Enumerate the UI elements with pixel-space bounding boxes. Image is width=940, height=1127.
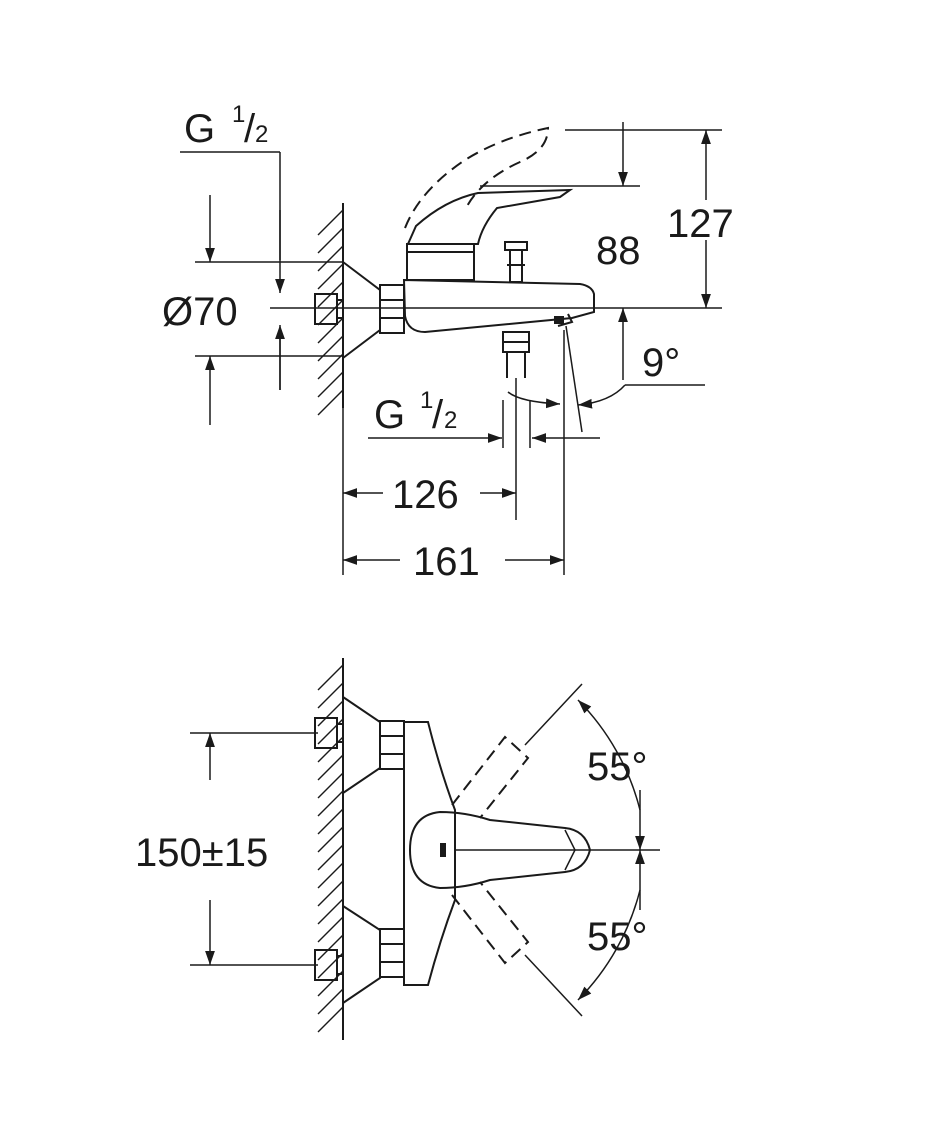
wall-connector-upper (314, 696, 405, 794)
side-view: G 1 / 2 Ø70 127 88 9° G 1 / 2 126 161 (162, 101, 734, 584)
lever-raised-outline (404, 126, 550, 229)
svg-text:/: / (244, 107, 256, 151)
lever-rotated-lower (451, 881, 530, 965)
hex-nut-side (379, 284, 405, 334)
bottom-outlet (502, 331, 530, 378)
lever-angle-lower-label: 55° (587, 915, 648, 959)
diverter-knob (504, 241, 528, 283)
depth-total-label: 161 (413, 540, 480, 584)
wall-hatching-top (317, 658, 344, 1040)
thread-label-bottom: G (374, 393, 405, 437)
lever-side (406, 188, 574, 245)
escutcheon-side (342, 261, 381, 359)
thread-label-bottom-sub: 2 (444, 407, 457, 434)
thread-label-top-sup: 1 (232, 101, 245, 128)
lever-angle-upper-label: 55° (587, 745, 648, 789)
top-view: 150±15 55° 55° (135, 658, 660, 1040)
thread-label-bottom-sup: 1 (420, 387, 433, 414)
depth-outlet-label: 126 (392, 473, 459, 517)
height-spout-label: 88 (596, 229, 641, 273)
lever-indicator (440, 843, 446, 857)
center-distance-label: 150±15 (135, 831, 268, 875)
wall-connector-lower (314, 905, 405, 1004)
wall-hatching-side (317, 203, 344, 416)
mixer-body-side (402, 243, 595, 334)
svg-text:/: / (432, 393, 444, 437)
diameter-label: Ø70 (162, 290, 238, 334)
thread-label-top: G (184, 107, 215, 151)
thread-label-top-sub: 2 (255, 121, 268, 148)
mixer-body-top (403, 721, 456, 986)
wall-connector (314, 293, 338, 325)
height-total-label: 127 (667, 202, 734, 246)
lever-rotated-upper (451, 735, 530, 819)
spout-angle-label: 9° (642, 341, 680, 385)
